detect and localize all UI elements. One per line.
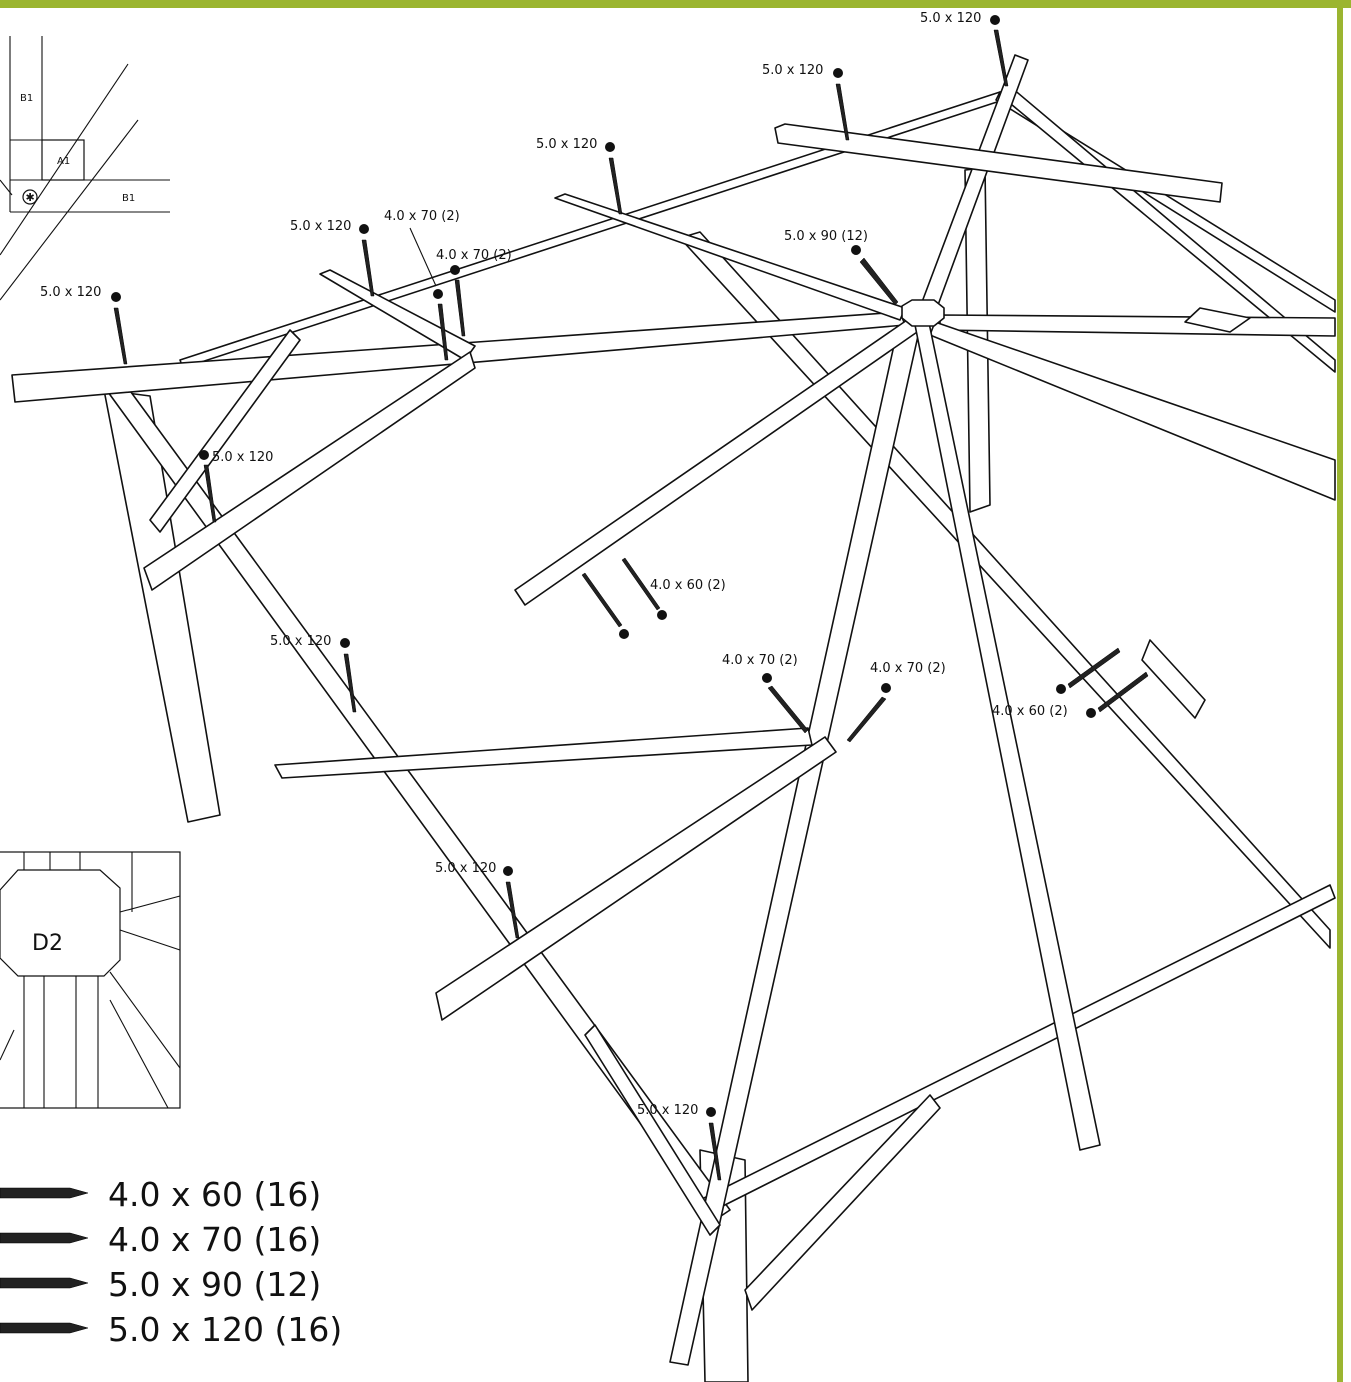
callout-1: 5.0 x 120 (920, 11, 981, 26)
screw-icon (437, 303, 449, 361)
screw-icon (0, 1322, 89, 1334)
callout-4: 5.0 x 120 (290, 219, 351, 234)
rafter-back-right (679, 231, 1331, 949)
screw-icon (835, 83, 850, 141)
callout-16: 5.0 x 120 (637, 1103, 698, 1118)
screw-icon (113, 307, 128, 365)
brace-front-b (584, 1024, 721, 1236)
inset-label-b1-top: B1 (20, 93, 33, 104)
screw-head-icon (450, 265, 460, 275)
screw-icon (581, 572, 623, 628)
screw-icon (708, 1122, 722, 1181)
inset-d2-label: D2 (32, 931, 63, 956)
purlin-left (319, 269, 476, 361)
callout-9: 5.0 x 120 (212, 450, 273, 465)
screw-head-icon (111, 292, 121, 302)
callout-6: 4.0 x 70 (2) (436, 248, 512, 263)
legend-row: 4.0 x 60 (16) (0, 1175, 321, 1214)
legend-row: 5.0 x 120 (16) (0, 1310, 342, 1349)
hip-rafter-right (939, 314, 1336, 337)
legend-label: 4.0 x 60 (16) (108, 1175, 321, 1214)
purlin-back-right (1184, 307, 1251, 333)
screw-icon (608, 157, 623, 215)
screw-head-icon (1056, 684, 1066, 694)
screw-head-icon (359, 224, 369, 234)
purlin-middle (274, 727, 813, 779)
legend-row: 4.0 x 70 (16) (0, 1220, 321, 1259)
screw-icon (505, 881, 520, 939)
screw-icon (767, 685, 809, 734)
legend-label: 5.0 x 120 (16) (108, 1310, 342, 1349)
screw-head-icon (1086, 708, 1096, 718)
legend-label: 5.0 x 90 (12) (108, 1265, 321, 1304)
screw-icon (621, 557, 661, 611)
legend-label: 4.0 x 70 (16) (108, 1220, 321, 1259)
post-left (103, 389, 221, 823)
brace-left-a (149, 329, 301, 533)
screw-icon (203, 464, 217, 523)
callout-12: 4.0 x 70 (2) (722, 653, 798, 668)
hip-rafter-back-left (554, 193, 906, 321)
frame-top-border (0, 0, 1351, 8)
frame-right-gap (1343, 8, 1351, 1382)
hip-rafter-right-low (929, 321, 1336, 501)
screw-icon (993, 29, 1009, 87)
purlin-front-left (143, 351, 476, 591)
hip-rafter-front-right (914, 317, 1101, 1151)
callout-11: 5.0 x 120 (270, 634, 331, 649)
roof-beams (11, 54, 1336, 1382)
screw-head-icon (851, 245, 861, 255)
screw-icon (1067, 647, 1121, 689)
callout-15: 5.0 x 120 (435, 861, 496, 876)
screw-head-icon (881, 683, 891, 693)
screw-head-icon (619, 629, 629, 639)
screw-icon (0, 1232, 89, 1244)
screw-head-icon (340, 638, 350, 648)
purlin-right (1141, 639, 1206, 719)
callout-14: 4.0 x 60 (2) (992, 704, 1068, 719)
front-wall-plate (699, 884, 1336, 1216)
purlin-front (435, 736, 837, 1021)
screw-icon (343, 653, 357, 713)
screw-icon (1097, 671, 1149, 713)
svg-text:✱: ✱ (26, 191, 35, 204)
screw-callouts: 5.0 x 120 5.0 x 120 5.0 x 120 5.0 x 120 … (40, 11, 1149, 1181)
screw-head-icon (433, 289, 443, 299)
callout-3: 5.0 x 120 (536, 137, 597, 152)
callout-5: 4.0 x 70 (2) (384, 209, 460, 224)
screw-head-icon (657, 610, 667, 620)
screw-head-icon (706, 1107, 716, 1117)
corner-detail-inset: B1 A1 B1 ✱ (0, 36, 170, 301)
legend-row: 5.0 x 90 (12) (0, 1265, 321, 1304)
screw-icon (454, 279, 466, 337)
callout-2: 5.0 x 120 (762, 63, 823, 78)
brace-front (744, 1094, 941, 1311)
inset-label-a1: A1 (57, 156, 70, 167)
screw-head-icon (762, 673, 772, 683)
screw-head-icon (199, 450, 209, 460)
purlin-upper (774, 123, 1223, 203)
screw-icon (361, 239, 375, 297)
screw-head-icon (503, 866, 513, 876)
screw-head-icon (990, 15, 1000, 25)
inset-label-b1-right: B1 (122, 193, 135, 204)
callout-10: 4.0 x 60 (2) (650, 578, 726, 593)
screw-head-icon (605, 142, 615, 152)
screw-icon (846, 696, 887, 743)
hub-detail-inset: D2 (0, 851, 181, 1109)
screw-icon (0, 1277, 89, 1289)
callout-13: 4.0 x 70 (2) (870, 661, 946, 676)
callout-7: 5.0 x 120 (40, 285, 101, 300)
screw-legend: 4.0 x 60 (16) 4.0 x 70 (16) 5.0 x 90 (12… (0, 1175, 342, 1349)
center-hub (901, 299, 945, 327)
screw-icon (859, 257, 899, 306)
callout-8: 5.0 x 90 (12) (784, 229, 868, 244)
screw-icon (0, 1187, 89, 1199)
screw-head-icon (833, 68, 843, 78)
screw-head-icon: ✱ (22, 189, 38, 205)
